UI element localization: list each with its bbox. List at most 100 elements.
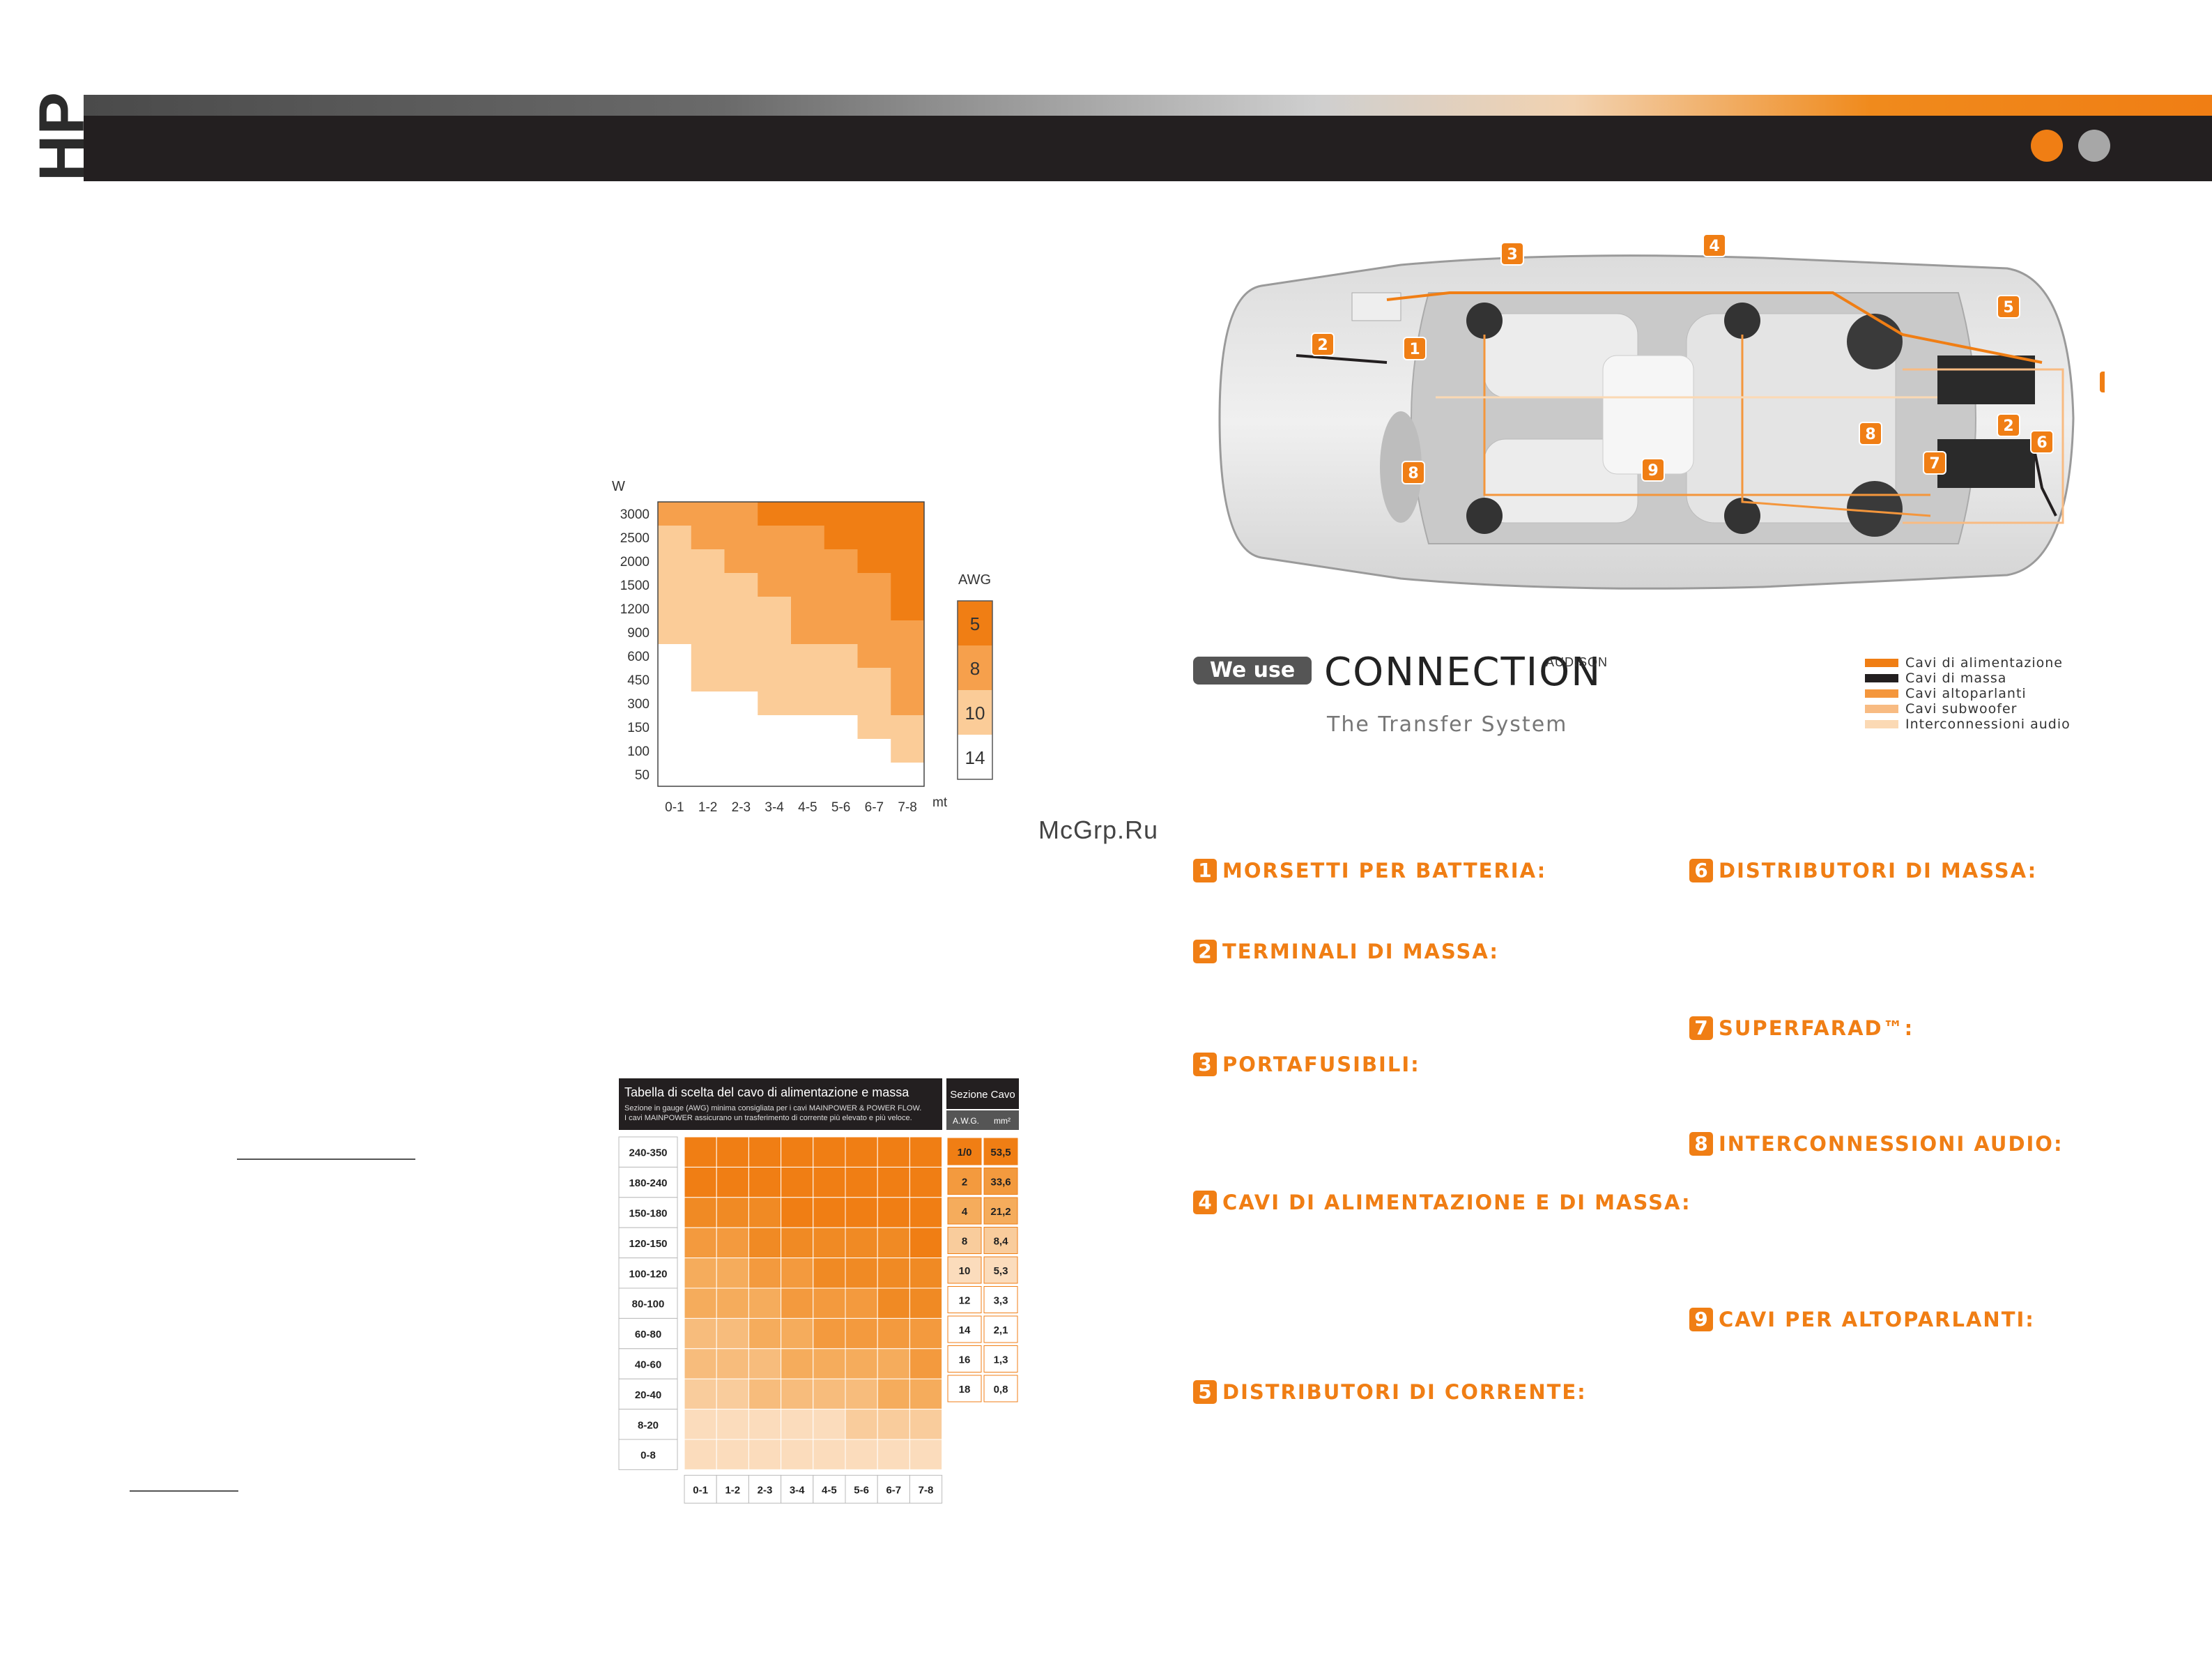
- heatmap-cell: [758, 644, 792, 668]
- table-title-bg: [619, 1078, 942, 1130]
- table-cell: [813, 1348, 846, 1379]
- heatmap-cell: [758, 668, 792, 692]
- heatmap-cell: [857, 597, 891, 621]
- heatmap-cell: [691, 644, 725, 668]
- heatmap-cell: [891, 597, 925, 621]
- heatmap-cell: [691, 573, 725, 597]
- chart-frame: [657, 501, 925, 787]
- table-cell: [781, 1287, 814, 1319]
- row-label: 60-80: [635, 1329, 661, 1340]
- col-label: 1-2: [725, 1484, 740, 1496]
- mm-cell: [983, 1375, 1018, 1402]
- awg-legend-label: 5: [970, 613, 980, 634]
- table-cell: [909, 1317, 943, 1350]
- awg-cell: [947, 1197, 982, 1225]
- y-tick-label: 150: [627, 721, 650, 735]
- heatmap-cell: [658, 620, 692, 645]
- table-cell: [813, 1166, 846, 1198]
- y-unit-label: W: [612, 479, 625, 494]
- table-cell: [748, 1257, 782, 1289]
- callout-number: 7: [1929, 455, 1940, 473]
- heatmap-cell: [724, 715, 758, 740]
- heatmap-cell: [658, 573, 692, 597]
- callout-badge: [1500, 242, 1524, 266]
- legend-item: Cavi di massa: [1865, 671, 2071, 686]
- subwoofer-left: [1847, 314, 1903, 369]
- table-cell: [684, 1257, 717, 1289]
- table-cell: [877, 1227, 910, 1259]
- table-cell: [748, 1317, 782, 1350]
- table-cell: [813, 1317, 846, 1350]
- awg-value: 16: [959, 1354, 971, 1366]
- table-cell: [684, 1166, 717, 1198]
- heatmap-cell: [824, 549, 858, 574]
- table-cell: [909, 1439, 943, 1470]
- table-cell: [684, 1197, 717, 1228]
- table-cell: [877, 1166, 910, 1198]
- mm-cell: [983, 1286, 1018, 1313]
- col-label: 7-8: [919, 1484, 934, 1496]
- heatmap-cell: [691, 715, 725, 740]
- heatmap-cell: [891, 668, 925, 692]
- table-cell: [813, 1227, 846, 1259]
- mm-value: 33,6: [990, 1177, 1011, 1188]
- callout-number: 8: [1865, 426, 1875, 443]
- awg-legend-swatch: [958, 735, 992, 779]
- cable-legend: Cavi di alimentazione Cavi di massa Cavi…: [1865, 655, 2071, 732]
- awg-cell: [947, 1227, 982, 1254]
- table-cell: [909, 1197, 943, 1228]
- callout-badge: [1311, 332, 1335, 356]
- heatmap-cell: [658, 739, 692, 763]
- awg-cell: [947, 1375, 982, 1402]
- heatmap-cell: [891, 502, 925, 526]
- y-tick-label: 100: [627, 744, 650, 759]
- table-cell: [716, 1317, 749, 1350]
- heatmap-cell: [791, 763, 825, 787]
- table-cell: [684, 1439, 717, 1470]
- table-cell: [845, 1348, 878, 1379]
- heatmap-cell: [824, 502, 858, 526]
- connection-logo: CONNECTION: [1324, 650, 1602, 695]
- col-label: 0-1: [693, 1484, 708, 1496]
- ground-cable-front: [1296, 354, 1388, 364]
- divider-line: [237, 1159, 415, 1160]
- callout-number: 5: [2003, 299, 2013, 316]
- heatmap-cell: [691, 739, 725, 763]
- gray-dot-icon: [2078, 130, 2110, 162]
- heatmap-cell: [691, 549, 725, 574]
- table-cell: [909, 1166, 943, 1198]
- awg-value: 8: [962, 1236, 967, 1248]
- heatmap-cell: [758, 763, 792, 787]
- heatmap-cell: [658, 715, 692, 740]
- mm-value: 53,5: [990, 1147, 1011, 1159]
- section-header: Sezione Cavo: [950, 1089, 1015, 1101]
- col-header-cell: [877, 1474, 910, 1504]
- table-subtitle-2: I cavi MAINPOWER assicurano un trasferim…: [624, 1114, 912, 1122]
- awg-legend-label: 10: [965, 703, 985, 724]
- mm-value: 2,1: [994, 1324, 1008, 1336]
- heatmap-cell: [824, 715, 858, 740]
- heatmap-cell: [758, 715, 792, 740]
- table-cell: [684, 1378, 717, 1410]
- heatmap-cell: [758, 691, 792, 716]
- heatmap-cell: [824, 526, 858, 550]
- subwoofer-cables: [1903, 368, 2064, 524]
- col-header-cell: [781, 1474, 814, 1504]
- col-mm: mm²: [994, 1116, 1011, 1126]
- awg-legend-label: 8: [970, 658, 980, 679]
- table-cell: [813, 1409, 846, 1440]
- heatmap-cell: [791, 691, 825, 716]
- heatmap-cell: [658, 597, 692, 621]
- callout-number: 2: [1317, 337, 1328, 354]
- col-label: 6-7: [886, 1484, 901, 1496]
- heatmap-cell: [724, 668, 758, 692]
- x-tick-label: 1-2: [698, 800, 717, 815]
- ground-cable-rear: [2034, 452, 2057, 517]
- mm-value: 1,3: [994, 1354, 1008, 1366]
- table-cell: [813, 1287, 846, 1319]
- col-awg: A.W.G.: [953, 1116, 979, 1126]
